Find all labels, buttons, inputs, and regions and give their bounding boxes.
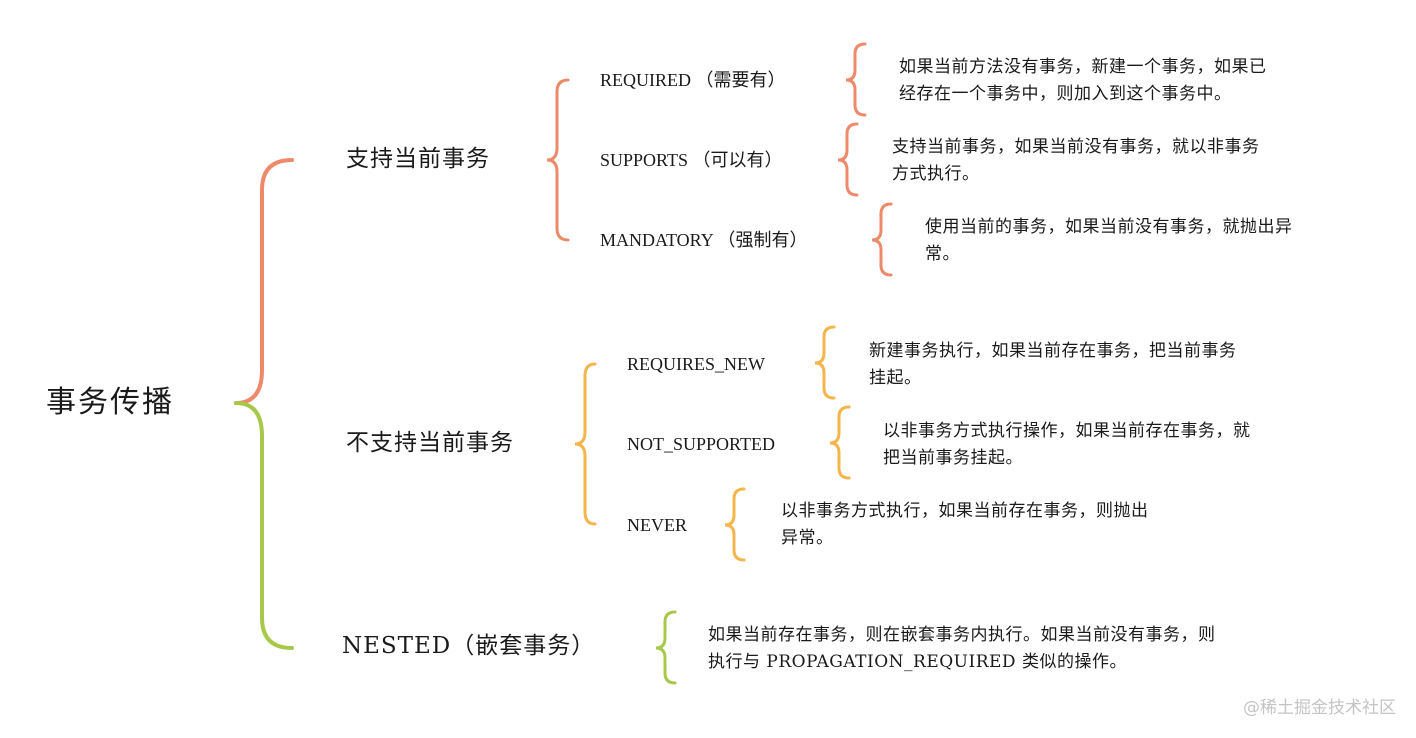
never-desc-line: 以非事务方式执行，如果当前存在事务，则抛出 (781, 501, 1149, 521)
never-desc-line: 异常。 (781, 528, 834, 548)
support-group-brace (546, 78, 570, 242)
supports-description: 支持当前事务，如果当前没有事务，就以非事务 方式执行。 (892, 134, 1260, 188)
nested-brace (655, 610, 677, 685)
required-label: REQUIRED （需要有） (600, 70, 786, 90)
requires-new-desc-line: 挂起。 (869, 368, 922, 388)
requires-new-label: REQUIRES_NEW (627, 354, 765, 374)
not-supported-desc-line: 以非事务方式执行操作，如果当前存在事务，就 (883, 421, 1251, 441)
not-supported-desc-line: 把当前事务挂起。 (883, 448, 1023, 468)
required-desc-line: 经存在一个事务中，则加入到这个事务中。 (899, 84, 1232, 104)
watermark: @稀土掘金技术社区 (1243, 698, 1396, 718)
supports-desc-line: 方式执行。 (892, 164, 980, 184)
root-brace-upper (234, 158, 294, 405)
not-supported-description: 以非事务方式执行操作，如果当前存在事务，就 把当前事务挂起。 (883, 418, 1251, 472)
support-group-label: 支持当前事务 (346, 146, 490, 172)
supports-label: SUPPORTS （可以有） (600, 150, 783, 170)
not-supported-label: NOT_SUPPORTED (627, 434, 775, 454)
mandatory-description: 使用当前的事务，如果当前没有事务，就抛出异 常。 (925, 214, 1293, 268)
root-label: 事务传播 (46, 385, 174, 420)
required-description: 如果当前方法没有事务，新建一个事务，如果已 经存在一个事务中，则加入到这个事务中… (899, 54, 1267, 108)
required-desc-line: 如果当前方法没有事务，新建一个事务，如果已 (899, 57, 1267, 77)
never-label: NEVER (627, 515, 687, 535)
mandatory-brace (871, 202, 893, 277)
supports-desc-line: 支持当前事务，如果当前没有事务，就以非事务 (892, 137, 1260, 157)
required-brace (845, 42, 867, 117)
requires-new-brace (814, 325, 836, 400)
requires-new-description: 新建事务执行，如果当前存在事务，把当前事务 挂起。 (869, 338, 1237, 392)
requires-new-desc-line: 新建事务执行，如果当前存在事务，把当前事务 (869, 341, 1237, 361)
never-brace (724, 487, 746, 562)
nested-desc-line: 执行与 PROPAGATION_REQUIRED 类似的操作。 (708, 652, 1127, 672)
nested-description: 如果当前存在事务，则在嵌套事务内执行。如果当前没有事务，则 执行与 PROPAG… (708, 622, 1216, 676)
never-description: 以非事务方式执行，如果当前存在事务，则抛出 异常。 (781, 498, 1149, 552)
unsupported-group-label: 不支持当前事务 (346, 430, 514, 456)
mandatory-label: MANDATORY （强制有） (600, 230, 808, 250)
mandatory-desc-line: 使用当前的事务，如果当前没有事务，就抛出异 (925, 217, 1293, 237)
unsupported-group-brace (574, 362, 597, 526)
nested-desc-line: 如果当前存在事务，则在嵌套事务内执行。如果当前没有事务，则 (708, 625, 1216, 645)
mandatory-desc-line: 常。 (925, 244, 960, 264)
supports-brace (837, 122, 859, 197)
root-brace-lower (234, 401, 294, 650)
not-supported-brace (829, 405, 851, 480)
nested-group-label: NESTED（嵌套事务） (342, 633, 596, 659)
